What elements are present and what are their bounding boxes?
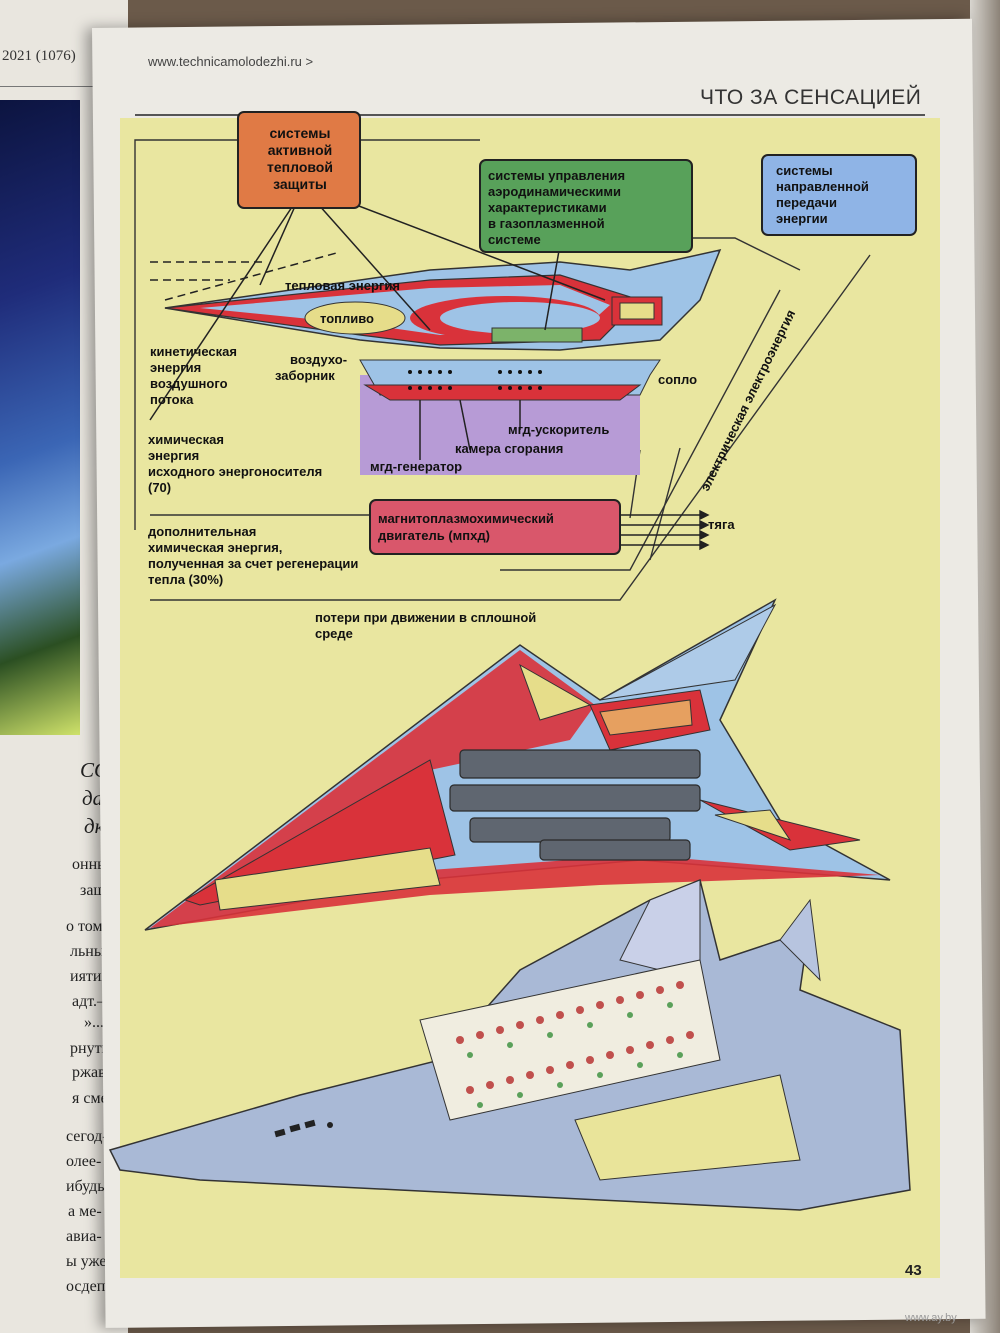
chemical-label: химическая bbox=[148, 432, 224, 447]
nozzle-label: сопло bbox=[658, 372, 697, 387]
left-fragment: ржав, bbox=[72, 1064, 110, 1081]
left-fragment: ибудь bbox=[66, 1178, 105, 1195]
engine-box-line: магнитоплазмохимический bbox=[378, 511, 554, 526]
aero-box-line: системы управления bbox=[488, 168, 625, 183]
cutaway-aircraft bbox=[144, 598, 891, 931]
directed-energy-box bbox=[761, 154, 917, 236]
thermal-energy-label: тепловая энергия bbox=[285, 278, 400, 293]
additional-energy-label: химическая энергия, bbox=[148, 540, 282, 555]
thermal-box-line: защиты bbox=[273, 176, 327, 192]
thrust-arrows bbox=[620, 509, 710, 551]
combustion-chamber-label: камера сгорания bbox=[455, 441, 563, 456]
left-fragment: »... bbox=[84, 1014, 104, 1031]
page-number: 43 bbox=[905, 1262, 922, 1279]
additional-energy-label: тепла (30%) bbox=[148, 572, 223, 587]
thermal-box-line: системы bbox=[270, 125, 331, 141]
left-fragment: а ме- bbox=[68, 1203, 102, 1220]
site-url: www.technicamolodezhi.ru > bbox=[148, 54, 314, 69]
thermal-protection-box bbox=[237, 111, 361, 209]
chemical-label: (70) bbox=[148, 480, 171, 495]
fuel-tank bbox=[304, 301, 406, 335]
thrust-label: тяга bbox=[708, 517, 735, 532]
lower-aircraft bbox=[108, 878, 911, 1211]
thermal-box-line: тепловой bbox=[267, 159, 333, 175]
left-fragment: сегод- bbox=[66, 1128, 108, 1145]
fuel-label: топливо bbox=[320, 311, 374, 326]
kinetic-label: энергия bbox=[150, 360, 201, 375]
left-fragment: авиа- bbox=[66, 1228, 102, 1245]
directed-box-line: передачи bbox=[776, 195, 837, 210]
directed-box-line: направленной bbox=[776, 179, 869, 194]
left-fragment: осдеп bbox=[66, 1278, 106, 1295]
mhd-accelerator-label: мгд-ускоритель bbox=[508, 422, 609, 437]
electrical-energy-label: электрическая электроэнергия bbox=[697, 307, 798, 493]
air-intake-label: заборник bbox=[275, 368, 335, 383]
left-fragment: ы уже bbox=[66, 1253, 107, 1270]
control-module bbox=[491, 327, 583, 343]
losses-label: потери при движении в сплошной bbox=[315, 610, 536, 625]
aero-control-box bbox=[479, 159, 693, 253]
left-page-illustration bbox=[0, 100, 80, 735]
chemical-label: энергия bbox=[148, 448, 199, 463]
header-rule bbox=[135, 114, 925, 116]
kinetic-label: потока bbox=[150, 392, 194, 407]
directed-box-line: системы bbox=[776, 163, 833, 178]
aero-box-line: в газоплазменной bbox=[488, 216, 605, 231]
left-page-header: 2021 (1076) bbox=[2, 48, 76, 64]
engine-box bbox=[369, 499, 621, 555]
additional-energy-label: полученная за счет регенерации bbox=[148, 556, 358, 571]
watermark: www.ay.by bbox=[905, 1312, 957, 1324]
kinetic-label: воздушного bbox=[150, 376, 228, 391]
air-intake-label: воздухо- bbox=[290, 352, 347, 367]
left-fragment: иятия bbox=[70, 968, 109, 985]
left-fragment: олее- bbox=[66, 1153, 102, 1170]
left-header-rule bbox=[0, 86, 128, 87]
aircraft-schematic bbox=[164, 248, 722, 401]
losses-label: среде bbox=[315, 626, 353, 641]
chemical-label: исходного энергоносителя bbox=[148, 464, 322, 479]
kinetic-label: кинетическая bbox=[150, 344, 237, 359]
left-fragment: о том, bbox=[66, 918, 107, 935]
aero-box-line: аэродинамическими bbox=[488, 184, 621, 199]
aero-box-line: системе bbox=[488, 232, 541, 247]
additional-energy-label: дополнительная bbox=[148, 524, 256, 539]
thermal-box-line: активной bbox=[268, 142, 332, 158]
section-title: ЧТО ЗА СЕНСАЦИЕЙ bbox=[700, 86, 922, 109]
engine-box-line: двигатель (мпхд) bbox=[378, 528, 490, 543]
left-fragment: рнуть bbox=[70, 1040, 109, 1057]
pointer-lines bbox=[149, 194, 606, 460]
directed-box-line: энергии bbox=[776, 211, 828, 226]
aero-box-line: характеристиками bbox=[488, 200, 607, 215]
mhd-generator-label: мгд-генератор bbox=[370, 459, 462, 474]
